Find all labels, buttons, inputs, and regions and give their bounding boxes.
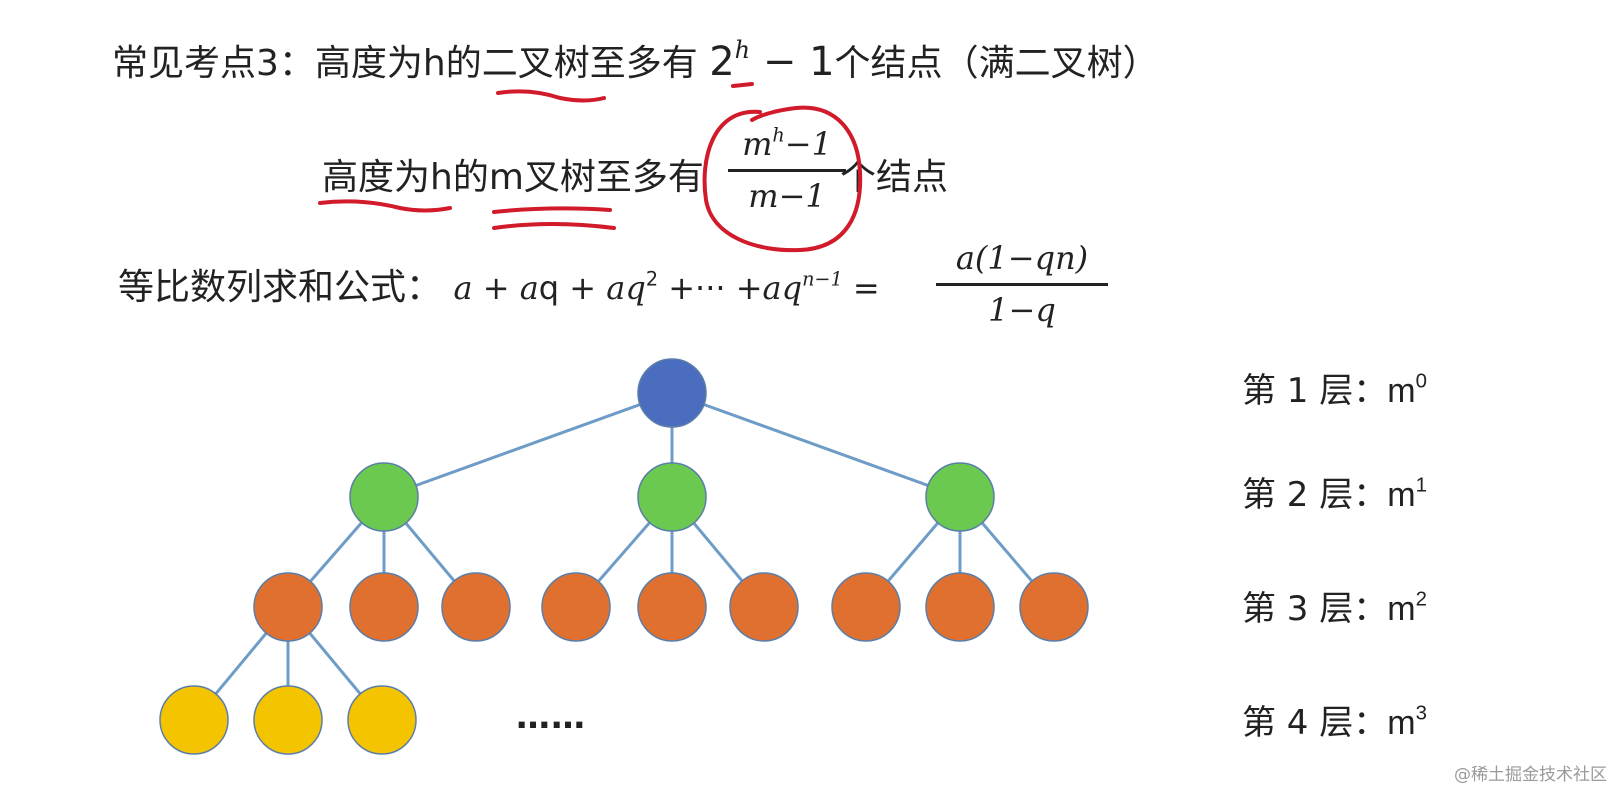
point3-minus-one: − 1 — [750, 39, 835, 85]
point3-formula: 2h − 1 — [709, 36, 835, 85]
point-m-line: 高度为h的m叉树至多有 — [322, 160, 704, 196]
point3-at-most: 至多有 — [589, 43, 698, 84]
level-4-power: m3 — [1387, 704, 1427, 742]
point3-binary-tree: 二叉树 — [481, 43, 590, 84]
equals-sign: = — [842, 269, 880, 307]
level-label-2: 第 2 层：m1 — [1242, 475, 1427, 515]
level-4-exp: 3 — [1415, 702, 1427, 725]
tree-node-level-3 — [541, 572, 611, 642]
plus-1: + — [472, 269, 520, 307]
point-m-denominator: m−1 — [748, 176, 826, 215]
geometric-denominator: 1−q — [988, 290, 1056, 329]
point-m-num-exp: h — [772, 123, 785, 147]
tree-node-level-1 — [637, 358, 707, 428]
geometric-numerator: a(1−qn) — [955, 239, 1089, 277]
plus-2: + — [559, 269, 607, 307]
level-2-exp: 1 — [1415, 474, 1427, 497]
level-3-text: 第 3 层： — [1242, 589, 1388, 629]
underline-binary-tree — [496, 89, 606, 103]
geometric-fraction: a(1−qn) 1−q — [936, 240, 1108, 329]
tree-node-level-4 — [347, 685, 417, 755]
tree-node-level-3 — [1019, 572, 1089, 642]
term-3-exp: 2 — [645, 267, 659, 291]
level-4-text: 第 4 层： — [1242, 703, 1388, 743]
underline-m-tree-2 — [492, 222, 616, 230]
point3-base: 2 — [709, 39, 735, 85]
circle-around-fraction — [702, 105, 863, 253]
tree-node-level-3 — [349, 572, 419, 642]
level-1-exp: 0 — [1415, 370, 1427, 393]
point3-part1: 高度为h的 — [314, 43, 482, 84]
geometric-line: 等比数列求和公式： a + aq + aq2 +··· +aqn−1 = — [118, 267, 880, 308]
tree-node-level-2 — [925, 462, 995, 532]
tree-edges — [192, 391, 1056, 721]
tree-node-level-4 — [159, 685, 229, 755]
point-m-tree: m叉树 — [488, 157, 596, 198]
point-m-at-most: 至多有 — [595, 157, 704, 198]
level-3-base: m — [1387, 590, 1416, 628]
plus-3: +··· + — [658, 269, 763, 307]
level-1-text: 第 1 层： — [1242, 371, 1388, 411]
level-label-4: 第 4 层：m3 — [1242, 703, 1427, 743]
underline-m-tree-1 — [492, 206, 612, 214]
point3-prefix: 常见考点3： — [112, 43, 315, 84]
point-m-num-tail: −1 — [784, 125, 832, 163]
tree-node-level-3 — [253, 572, 323, 642]
level-4-base: m — [1387, 704, 1416, 742]
tree-nodes — [159, 358, 1089, 755]
level-label-3: 第 3 层：m2 — [1242, 589, 1427, 629]
term-1: a — [453, 269, 473, 307]
tree-edge — [671, 391, 961, 499]
level-label-1: 第 1 层：m0 — [1242, 371, 1427, 411]
level-1-power: m0 — [1387, 372, 1427, 410]
handwritten-annotations — [318, 82, 863, 253]
level-2-base: m — [1387, 476, 1416, 514]
tree-node-level-3 — [441, 572, 511, 642]
point3-note: （满二叉树） — [942, 43, 1159, 84]
level-1-base: m — [1387, 372, 1416, 410]
point-m-numerator: mh−1 — [728, 123, 846, 163]
level-2-power: m1 — [1387, 476, 1427, 514]
tree-node-level-2 — [637, 462, 707, 532]
point-m-fraction: mh−1 m−1 — [728, 123, 846, 215]
tree-node-level-3 — [729, 572, 799, 642]
tree-ellipsis: …… — [516, 697, 586, 737]
underline-height — [318, 199, 452, 213]
term-2b: q — [538, 269, 560, 307]
geometric-label: 等比数列求和公式： — [118, 267, 443, 308]
term-2a: a — [519, 269, 539, 307]
geometric-sum: a + aq + aq2 +··· +aqn−1 = — [453, 269, 879, 307]
point-m-fraction-bar — [728, 168, 846, 172]
tree-node-level-3 — [831, 572, 901, 642]
level-3-exp: 2 — [1415, 588, 1427, 611]
tree-node-level-3 — [925, 572, 995, 642]
level-2-text: 第 2 层： — [1242, 475, 1388, 515]
watermark: @稀土掘金技术社区 — [1454, 765, 1607, 785]
tree-node-level-4 — [253, 685, 323, 755]
level-3-power: m2 — [1387, 590, 1427, 628]
point3-nodes: 个结点 — [834, 43, 943, 84]
point-m-part1: 高度为h的 — [322, 157, 489, 198]
term-4: aq — [762, 269, 803, 307]
underline-base-2 — [731, 82, 754, 88]
tree-node-level-3 — [637, 572, 707, 642]
point-m-num-base: m — [742, 125, 773, 163]
point3-exp: h — [734, 36, 751, 65]
tree-edge — [383, 391, 673, 499]
term-4-exp: n−1 — [802, 267, 843, 291]
term-3: aq — [606, 269, 646, 307]
geometric-fraction-bar — [936, 282, 1108, 286]
point3-line: 常见考点3：高度为h的二叉树至多有 2h − 1个结点（满二叉树） — [112, 36, 1159, 85]
tree-node-level-2 — [349, 462, 419, 532]
